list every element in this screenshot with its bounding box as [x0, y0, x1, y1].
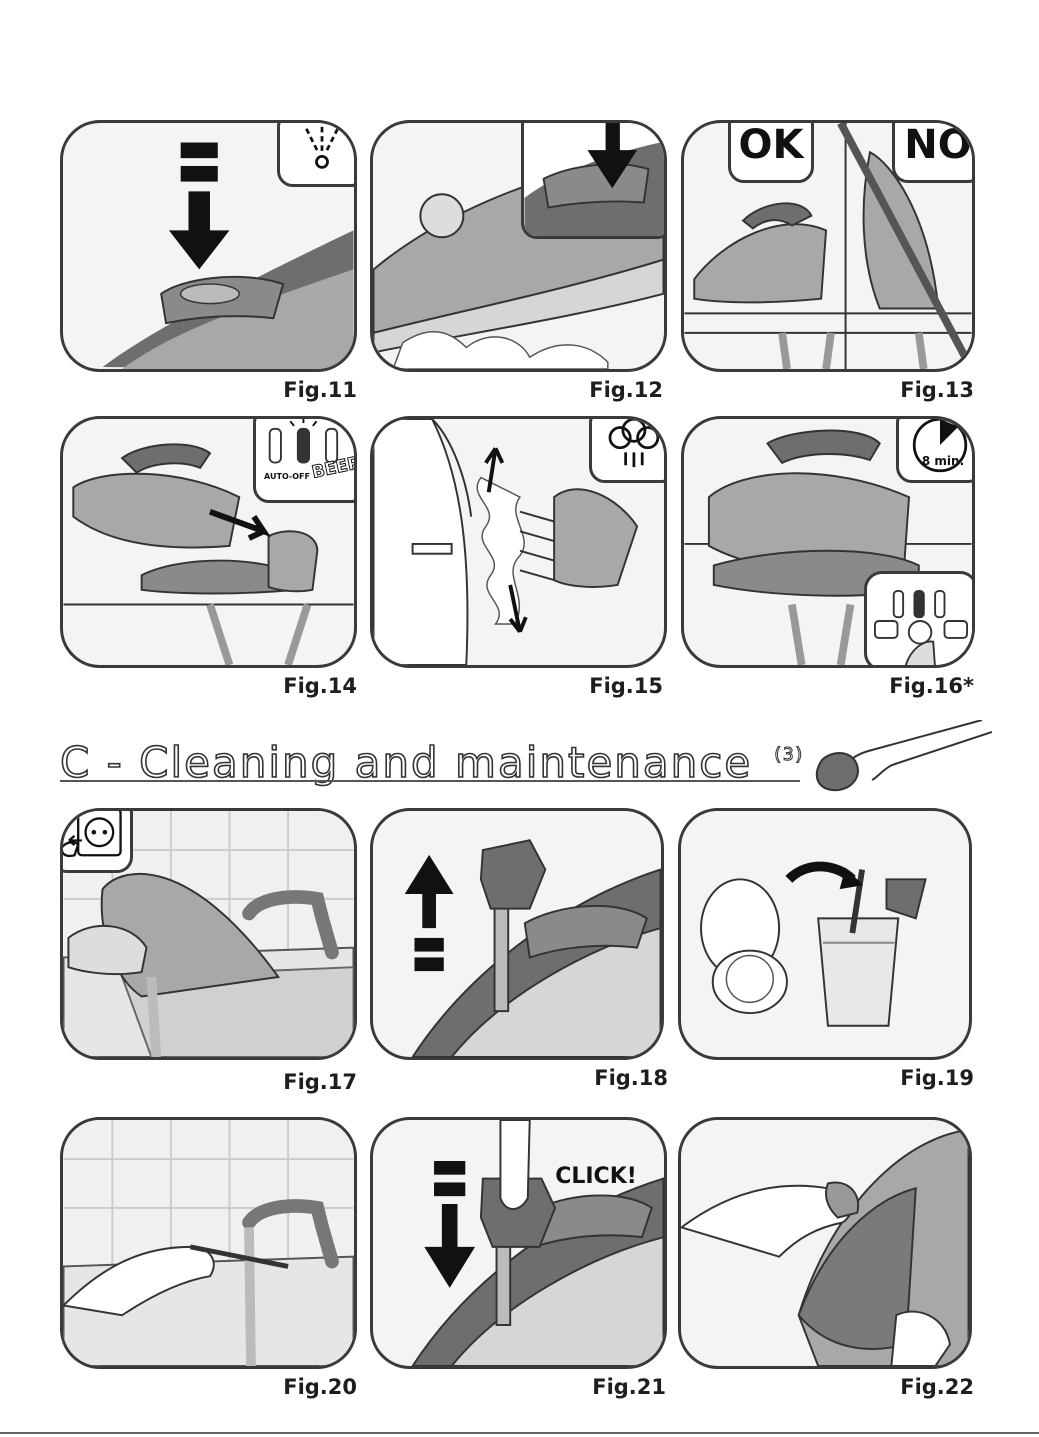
figure-19-label: Fig.19 — [834, 1066, 974, 1090]
figure-12-panel — [370, 120, 667, 372]
figure-20-panel — [60, 1117, 357, 1369]
figure-22-label: Fig.22 — [834, 1375, 974, 1399]
steam-cloud-icon — [592, 416, 667, 480]
steam-spray-icon-box — [277, 120, 357, 187]
figure-21-panel: CLICK! — [370, 1117, 667, 1369]
figure-17-panel — [60, 808, 357, 1060]
figure-18-label: Fig.18 — [528, 1066, 668, 1090]
figure-15-panel — [370, 416, 667, 668]
auto-off-indicator-box: AUTO-OFF BEEP — [253, 416, 357, 503]
no-label: NO — [895, 122, 975, 168]
unplug-socket-icon — [60, 808, 130, 870]
figure-11-label: Fig.11 — [217, 378, 357, 402]
page-bottom-rule — [0, 1432, 1039, 1434]
hand-with-cloth-illustration — [812, 720, 992, 800]
steam-spray-icon — [280, 120, 357, 184]
timer-label: 8 min. — [913, 454, 973, 468]
figure-16-label: Fig.16* — [834, 674, 974, 698]
no-badge: NO — [892, 120, 975, 183]
section-rule — [60, 780, 800, 782]
figure-19-panel — [678, 808, 972, 1060]
figure-12-label: Fig.12 — [523, 378, 663, 402]
wipe-soleplate-illustration — [681, 1120, 969, 1366]
figure-13-panel: OK NO — [681, 120, 975, 372]
reinsert-valve-click-illustration — [373, 1120, 664, 1366]
rinse-valve-under-tap-illustration — [63, 1120, 354, 1366]
unplug-icon-box — [60, 808, 133, 873]
section-footnote: (3) — [772, 744, 805, 765]
figure-16-panel: 8 min. — [681, 416, 975, 668]
figure-20-label: Fig.20 — [217, 1375, 357, 1399]
timer-icon-box: 8 min. — [896, 416, 975, 483]
remove-anti-scale-valve-illustration — [373, 811, 661, 1057]
figure-21-label: Fig.21 — [526, 1375, 666, 1399]
figure-15-label: Fig.15 — [523, 674, 663, 698]
figure-18-panel — [370, 808, 664, 1060]
ok-label: OK — [731, 122, 811, 168]
figure-14-panel: AUTO-OFF BEEP — [60, 416, 357, 668]
figure-14-label: Fig.14 — [217, 674, 357, 698]
steam-button-closeup — [524, 120, 667, 236]
figure-22-panel — [678, 1117, 972, 1369]
figure-11-panel — [60, 120, 357, 372]
clock-timer-icon — [899, 416, 975, 480]
vertical-steam-icon-box — [589, 416, 667, 483]
figure-13-label: Fig.13 — [834, 378, 974, 402]
auto-off-label: AUTO-OFF — [262, 472, 312, 481]
soak-valve-in-lemon-water-illustration — [681, 811, 969, 1057]
reset-indicator-lights — [867, 574, 975, 668]
figure-17-label: Fig.17 — [217, 1070, 357, 1094]
steam-button-closeup-box — [521, 120, 667, 239]
ok-badge: OK — [728, 120, 814, 183]
click-label: CLICK! — [551, 1164, 641, 1189]
auto-off-reset-panel-box — [864, 571, 975, 668]
